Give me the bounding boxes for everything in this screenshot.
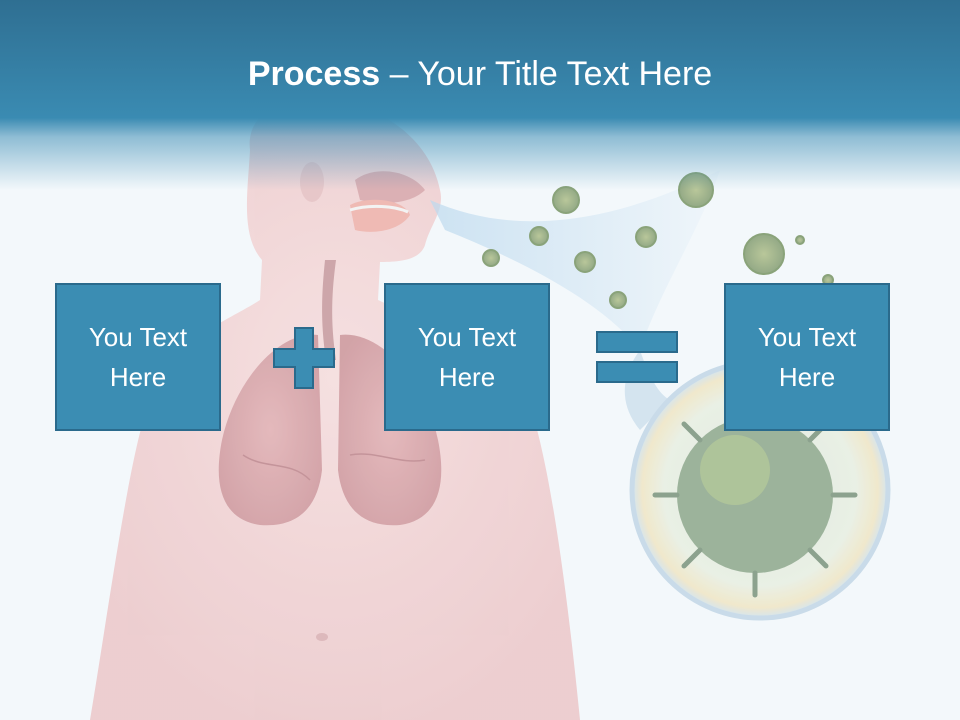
header-band <box>0 0 960 190</box>
title-rest: – Your Title Text Here <box>380 55 713 93</box>
slide-title: Process – Your Title Text Here <box>0 52 960 96</box>
process-box-3[interactable]: You Text Here <box>724 283 890 431</box>
process-box-1-text: You Text Here <box>88 322 188 392</box>
title-bold: Process <box>247 55 381 93</box>
process-box-3-text: You Text Here <box>757 322 857 392</box>
plus-icon <box>273 327 335 389</box>
process-box-1[interactable]: You Text Here <box>55 283 221 431</box>
equals-icon <box>596 331 678 383</box>
virus-particles <box>482 172 834 309</box>
process-box-2-text: You Text Here <box>417 322 517 392</box>
process-box-2[interactable]: You Text Here <box>384 283 550 431</box>
